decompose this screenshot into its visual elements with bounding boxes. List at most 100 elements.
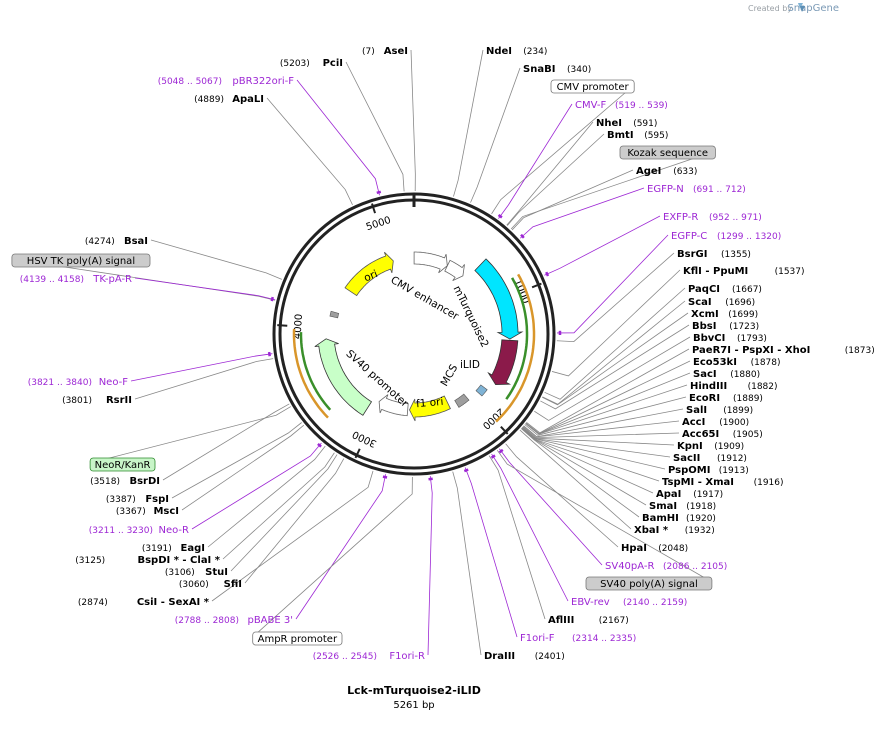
- label-position: (1917): [693, 490, 723, 500]
- neor-kanr-feature-label[interactable]: NeoR/KanR: [89, 457, 156, 472]
- sali-site-label[interactable]: SalI(1899): [686, 405, 753, 416]
- label-name: HindIII: [690, 381, 727, 392]
- sv40-poly-a-signal-feature-label[interactable]: SV40 poly(A) signal: [585, 576, 713, 591]
- draiii-site-label[interactable]: DraIII(2401): [484, 651, 565, 662]
- saci-site-label[interactable]: SacI(1880): [693, 369, 760, 380]
- label-name: EXFP-R: [663, 212, 698, 223]
- smai-site-label[interactable]: SmaI(1918): [649, 501, 716, 512]
- nhei-site-label[interactable]: NheI(591): [596, 118, 657, 129]
- paer7i-pspxi-xhoi-site-label[interactable]: PaeR7I - PspXI - XhoI(1873): [692, 345, 875, 356]
- tspmi-xmai-site-label[interactable]: TspMI - XmaI(1916): [662, 477, 784, 488]
- pcii-site-label[interactable]: PciI(5203): [280, 58, 343, 69]
- pbr322ori-f-primer-label[interactable]: pBR322ori-F(5048 .. 5067): [158, 76, 295, 87]
- egfp-c-primer-label[interactable]: EGFP-C(1299 .. 1320): [671, 231, 781, 242]
- label-position: (3821 .. 3840): [28, 378, 92, 388]
- ori-feature: [344, 251, 394, 297]
- label-position: (5203): [280, 59, 310, 69]
- cmv-f-primer-label[interactable]: CMV-F(519 .. 539): [575, 100, 668, 111]
- hindiii-site-label[interactable]: HindIII(1882): [690, 381, 778, 392]
- sv40pa-r-primer-label[interactable]: SV40pA-R(2086 .. 2105): [605, 561, 727, 572]
- eagi-site-label[interactable]: EagI(3191): [142, 543, 205, 554]
- leader-line: [207, 445, 326, 548]
- egfp-n-primer-label[interactable]: EGFP-N(691 .. 712): [647, 184, 746, 195]
- label-name: NheI: [596, 118, 622, 129]
- scai-site-label[interactable]: ScaI(1696): [688, 297, 755, 308]
- bbvci-site-label[interactable]: BbvCI (1793): [693, 333, 767, 344]
- label-position: (1793): [737, 334, 767, 344]
- leader-line: [522, 426, 675, 446]
- csii-sexai-site-label[interactable]: CsiI - SexAI * (2874): [78, 597, 210, 608]
- kpni-site-label[interactable]: KpnI(1909): [677, 441, 744, 452]
- hpai-site-label[interactable]: HpaI(2048): [621, 543, 688, 554]
- label-name: AflIII: [548, 615, 574, 626]
- orf-track-arc: [292, 329, 329, 419]
- orf-track-arc: [505, 277, 529, 400]
- f1ori-r-primer-label[interactable]: F1ori-R(2526 .. 2545): [313, 651, 425, 662]
- paqci-site-label[interactable]: PaqCI(1667): [688, 284, 762, 295]
- fspi-site-label[interactable]: FspI(3387): [106, 494, 169, 505]
- label-name: CsiI - SexAI *: [137, 597, 210, 608]
- xcmi-site-label[interactable]: XcmI(1699): [691, 309, 758, 320]
- label-position: (3060): [179, 580, 209, 590]
- label-name: SV40pA-R: [605, 561, 654, 572]
- label-position: (1873): [845, 346, 875, 356]
- ilid-feature: [487, 339, 519, 386]
- label-position: (952 .. 971): [709, 213, 762, 223]
- xbai-site-label[interactable]: XbaI *(1932): [634, 525, 715, 536]
- sacii-site-label[interactable]: SacII(1912): [673, 453, 747, 464]
- label-position: (691 .. 712): [693, 185, 746, 195]
- exfp-r-primer-label[interactable]: EXFP-R (952 .. 971): [663, 212, 762, 223]
- leader-line: [551, 269, 681, 377]
- bamhi-site-label[interactable]: BamHI(1920): [642, 513, 716, 524]
- pbabe-3-primer-label[interactable]: pBABE 3'(2788 .. 2808): [175, 615, 293, 626]
- label-name: ApaI: [656, 489, 681, 500]
- bbsi-site-label[interactable]: BbsI(1723): [692, 321, 759, 332]
- label-name: BbvCI: [693, 333, 725, 344]
- kozak-sequence-feature-label[interactable]: Kozak sequence: [619, 145, 716, 160]
- stui-site-label[interactable]: StuI(3106): [165, 567, 228, 578]
- neo-r-primer-label[interactable]: Neo-R(3211 .. 3230): [89, 525, 189, 536]
- tk-pa-r-primer-label[interactable]: TK-pA-R(4139 .. 4158): [20, 274, 132, 285]
- eco53ki-site-label[interactable]: Eco53kI(1878): [693, 357, 781, 368]
- label-name: BsrDI: [129, 476, 160, 487]
- bsrdi-site-label[interactable]: BsrDI(3518): [90, 476, 160, 487]
- bsrgi-site-label[interactable]: BsrGI(1355): [677, 249, 751, 260]
- leader-line: [191, 442, 322, 530]
- msci-site-label[interactable]: MscI(3367): [116, 506, 179, 517]
- asei-site-label[interactable]: AseI(7): [362, 46, 408, 57]
- kfli-ppumi-site-label[interactable]: KflI - PpuMI(1537): [683, 266, 805, 277]
- label-name: RsrII: [106, 395, 132, 406]
- ebv-rev-primer-label[interactable]: EBV-rev(2140 .. 2159): [571, 597, 687, 608]
- bmti-site-label[interactable]: BmtI(595): [607, 130, 668, 141]
- bsai-site-label[interactable]: BsaI(4274): [85, 236, 148, 247]
- primer-site-mark: [270, 296, 274, 302]
- sfii-site-label[interactable]: SfiI(3060): [179, 579, 242, 590]
- primer-site-mark: [490, 454, 496, 459]
- leader-line: [410, 49, 416, 192]
- apali-site-label[interactable]: ApaLI(4889): [194, 94, 264, 105]
- ecori-site-label[interactable]: EcoRI(1889): [689, 393, 763, 404]
- neo-f-primer-label[interactable]: Neo-F(3821 .. 3840): [28, 377, 129, 388]
- hsv-tk-poly-a-signal-feature-label[interactable]: HSV TK poly(A) signal: [11, 253, 151, 268]
- acci-site-label[interactable]: AccI(1900): [682, 417, 749, 428]
- bspdi-clai-site-label[interactable]: BspDI * - ClaI *(3125): [75, 555, 221, 566]
- cmv-promoter-feature-label[interactable]: CMV promoter: [550, 79, 635, 94]
- leader-line: [522, 426, 680, 439]
- ndei-site-label[interactable]: NdeI(234): [486, 46, 547, 57]
- snabi-site-label[interactable]: SnaBI(340): [523, 64, 591, 75]
- agei-site-label[interactable]: AgeI(633): [636, 166, 697, 177]
- rsrii-site-label[interactable]: RsrII(3801): [62, 395, 132, 406]
- tick-mark: [277, 324, 288, 327]
- leader-line: [488, 455, 546, 620]
- pspomi-site-label[interactable]: PspOMI(1913): [668, 465, 749, 476]
- label-name: F1ori-F: [520, 633, 555, 644]
- label-position: (2874): [78, 598, 108, 608]
- acc65i-site-label[interactable]: Acc65I(1905): [682, 429, 763, 440]
- afliii-site-label[interactable]: AflIII(2167): [548, 615, 629, 626]
- feature-label-box: [252, 631, 343, 646]
- f1ori-f-primer-label[interactable]: F1ori-F(2314 .. 2335): [520, 633, 636, 644]
- ampr-promoter-feature-label[interactable]: AmpR promoter: [252, 631, 343, 646]
- apai-site-label[interactable]: ApaI (1917): [656, 489, 723, 500]
- label-position: (1878): [751, 358, 781, 368]
